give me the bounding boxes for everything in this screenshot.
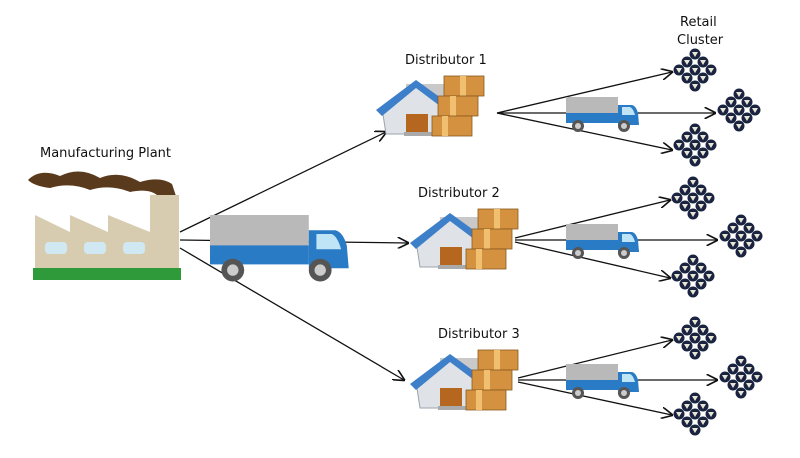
people-cluster-icon: [720, 356, 763, 399]
edge-d3-r3: [517, 381, 672, 415]
edge-d1-r3: [496, 112, 672, 150]
people-cluster-icon: [718, 89, 761, 132]
people-cluster-icon: [720, 215, 763, 258]
warehouse-icon: [375, 75, 485, 137]
people-cluster-icon: [674, 124, 717, 167]
truck-icon: [210, 215, 349, 282]
people-cluster-icon: [674, 317, 717, 360]
factory-icon: [28, 171, 181, 280]
retail-label-line2: Cluster: [677, 33, 724, 48]
distributor-2-label: Distributor 2: [418, 186, 500, 201]
warehouse-icon: [409, 208, 519, 270]
warehouse-icon: [409, 349, 519, 411]
truck-icon: [566, 97, 639, 132]
people-cluster-icon: [674, 393, 717, 436]
retail-label-line1: Retail: [680, 15, 717, 30]
distributor-1-label: Distributor 1: [405, 53, 487, 68]
edge-plant-d3: [179, 247, 404, 380]
edge-d2-r1: [514, 200, 670, 239]
truck-icon: [566, 224, 639, 259]
edge-d2-r3: [514, 241, 670, 278]
people-cluster-icon: [672, 177, 715, 220]
people-cluster-icon: [672, 255, 715, 298]
distributor-3-label: Distributor 3: [438, 327, 520, 342]
truck-icon: [566, 364, 639, 399]
edge-d3-r1: [517, 340, 672, 379]
edge-d1-r1: [496, 72, 672, 114]
plant-label: Manufacturing Plant: [40, 146, 171, 161]
people-cluster-icon: [674, 49, 717, 92]
